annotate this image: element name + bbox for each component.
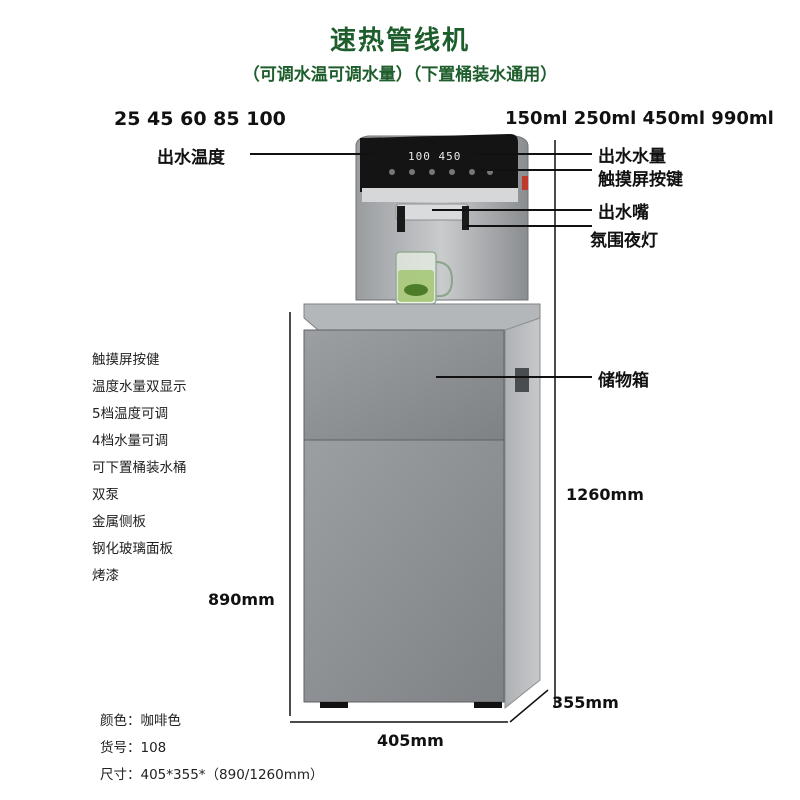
page-subtitle: （可调水温可调水量）（下置桶装水通用） <box>242 65 558 85</box>
side-indicator <box>522 176 528 190</box>
info-color: 颜色：咖啡色 <box>100 713 181 729</box>
spout <box>397 206 405 232</box>
info-size: 尺寸：405*355*（890/1260mm） <box>100 767 324 783</box>
feature-item: 钢化玻璃面板 <box>92 541 173 557</box>
feature-item: 触摸屏按健 <box>92 352 160 368</box>
feature-item: 可下置桶装水桶 <box>92 460 187 476</box>
cabinet-side <box>504 317 541 710</box>
volume-options: 150ml 250ml 450ml 990ml <box>505 108 774 129</box>
feature-item: 4档水量可调 <box>92 433 169 449</box>
panel-trim <box>362 188 518 202</box>
page-title: 速热管线机 <box>329 26 470 56</box>
display-readout: 100 450 <box>408 150 461 163</box>
foot-left <box>320 702 348 708</box>
temperature-options: 25 45 60 85 100 <box>114 108 286 130</box>
info-model: 货号：108 <box>100 740 167 756</box>
spout-housing <box>395 203 469 221</box>
dimension-lines <box>289 140 556 723</box>
label-spout: 出水嘴 <box>598 203 649 223</box>
dim-depth: 355mm <box>552 693 619 712</box>
control-panel <box>360 134 518 192</box>
label-outlet-temp: 出水温度 <box>157 148 225 168</box>
glass-cup <box>395 251 454 305</box>
dim-cabinet-height: 890mm <box>208 590 275 609</box>
countertop <box>303 303 541 331</box>
label-touch-keys: 触摸屏按键 <box>598 170 683 190</box>
callout-lines <box>250 153 592 378</box>
feature-item: 温度水量双显示 <box>92 379 187 395</box>
dim-total-height: 1260mm <box>566 485 644 504</box>
dim-width: 405mm <box>377 731 444 750</box>
foot-right <box>474 702 502 708</box>
feature-item: 双泵 <box>92 487 119 503</box>
touch-buttons <box>389 169 493 175</box>
side-handle <box>515 368 529 392</box>
storage-door <box>303 329 505 441</box>
cabinet-door <box>303 439 505 703</box>
feature-item: 烤漆 <box>92 568 119 584</box>
label-storage: 储物箱 <box>598 371 649 391</box>
label-outlet-volume: 出水水量 <box>598 147 666 167</box>
feature-item: 金属侧板 <box>92 514 146 530</box>
label-ambient-light: 氛围夜灯 <box>590 231 658 251</box>
ambient-light <box>462 206 469 230</box>
feature-item: 5档温度可调 <box>92 406 169 422</box>
